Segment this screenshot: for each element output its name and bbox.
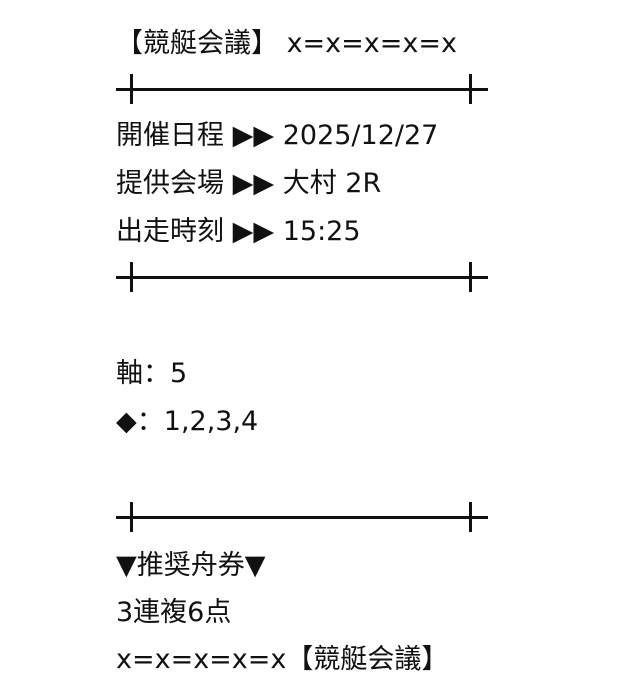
- divider: [116, 502, 488, 532]
- race-time: 出走時刻 ▶▶ 15:25: [116, 216, 361, 248]
- arrow-icon: ▶▶: [232, 216, 275, 247]
- race-date: 開催日程 ▶▶ 2025/12/27: [116, 120, 438, 152]
- arrow-icon: ▶▶: [232, 120, 275, 151]
- race-venue: 提供会場 ▶▶ 大村 2R: [116, 168, 381, 200]
- divider: [116, 74, 488, 104]
- recommend-title: ▼推奨舟券▼: [116, 550, 266, 581]
- date-label: 開催日程: [116, 120, 224, 151]
- venue-value: 大村 2R: [282, 168, 382, 199]
- date-value: 2025/12/27: [282, 120, 439, 151]
- arrow-icon: ▶▶: [232, 168, 275, 199]
- ticket-type: 3連複6点: [116, 597, 232, 628]
- time-value: 15:25: [282, 216, 361, 247]
- header-title: 【競艇会議】 x=x=x=x=x: [116, 28, 457, 59]
- divider: [116, 262, 488, 292]
- time-label: 出走時刻: [116, 216, 224, 247]
- axis-pick: 軸：5: [116, 358, 188, 389]
- footer-text: x=x=x=x=x【競艇会議】: [116, 644, 449, 675]
- venue-label: 提供会場: [116, 168, 224, 199]
- partner-picks: ◆：1,2,3,4: [116, 406, 259, 437]
